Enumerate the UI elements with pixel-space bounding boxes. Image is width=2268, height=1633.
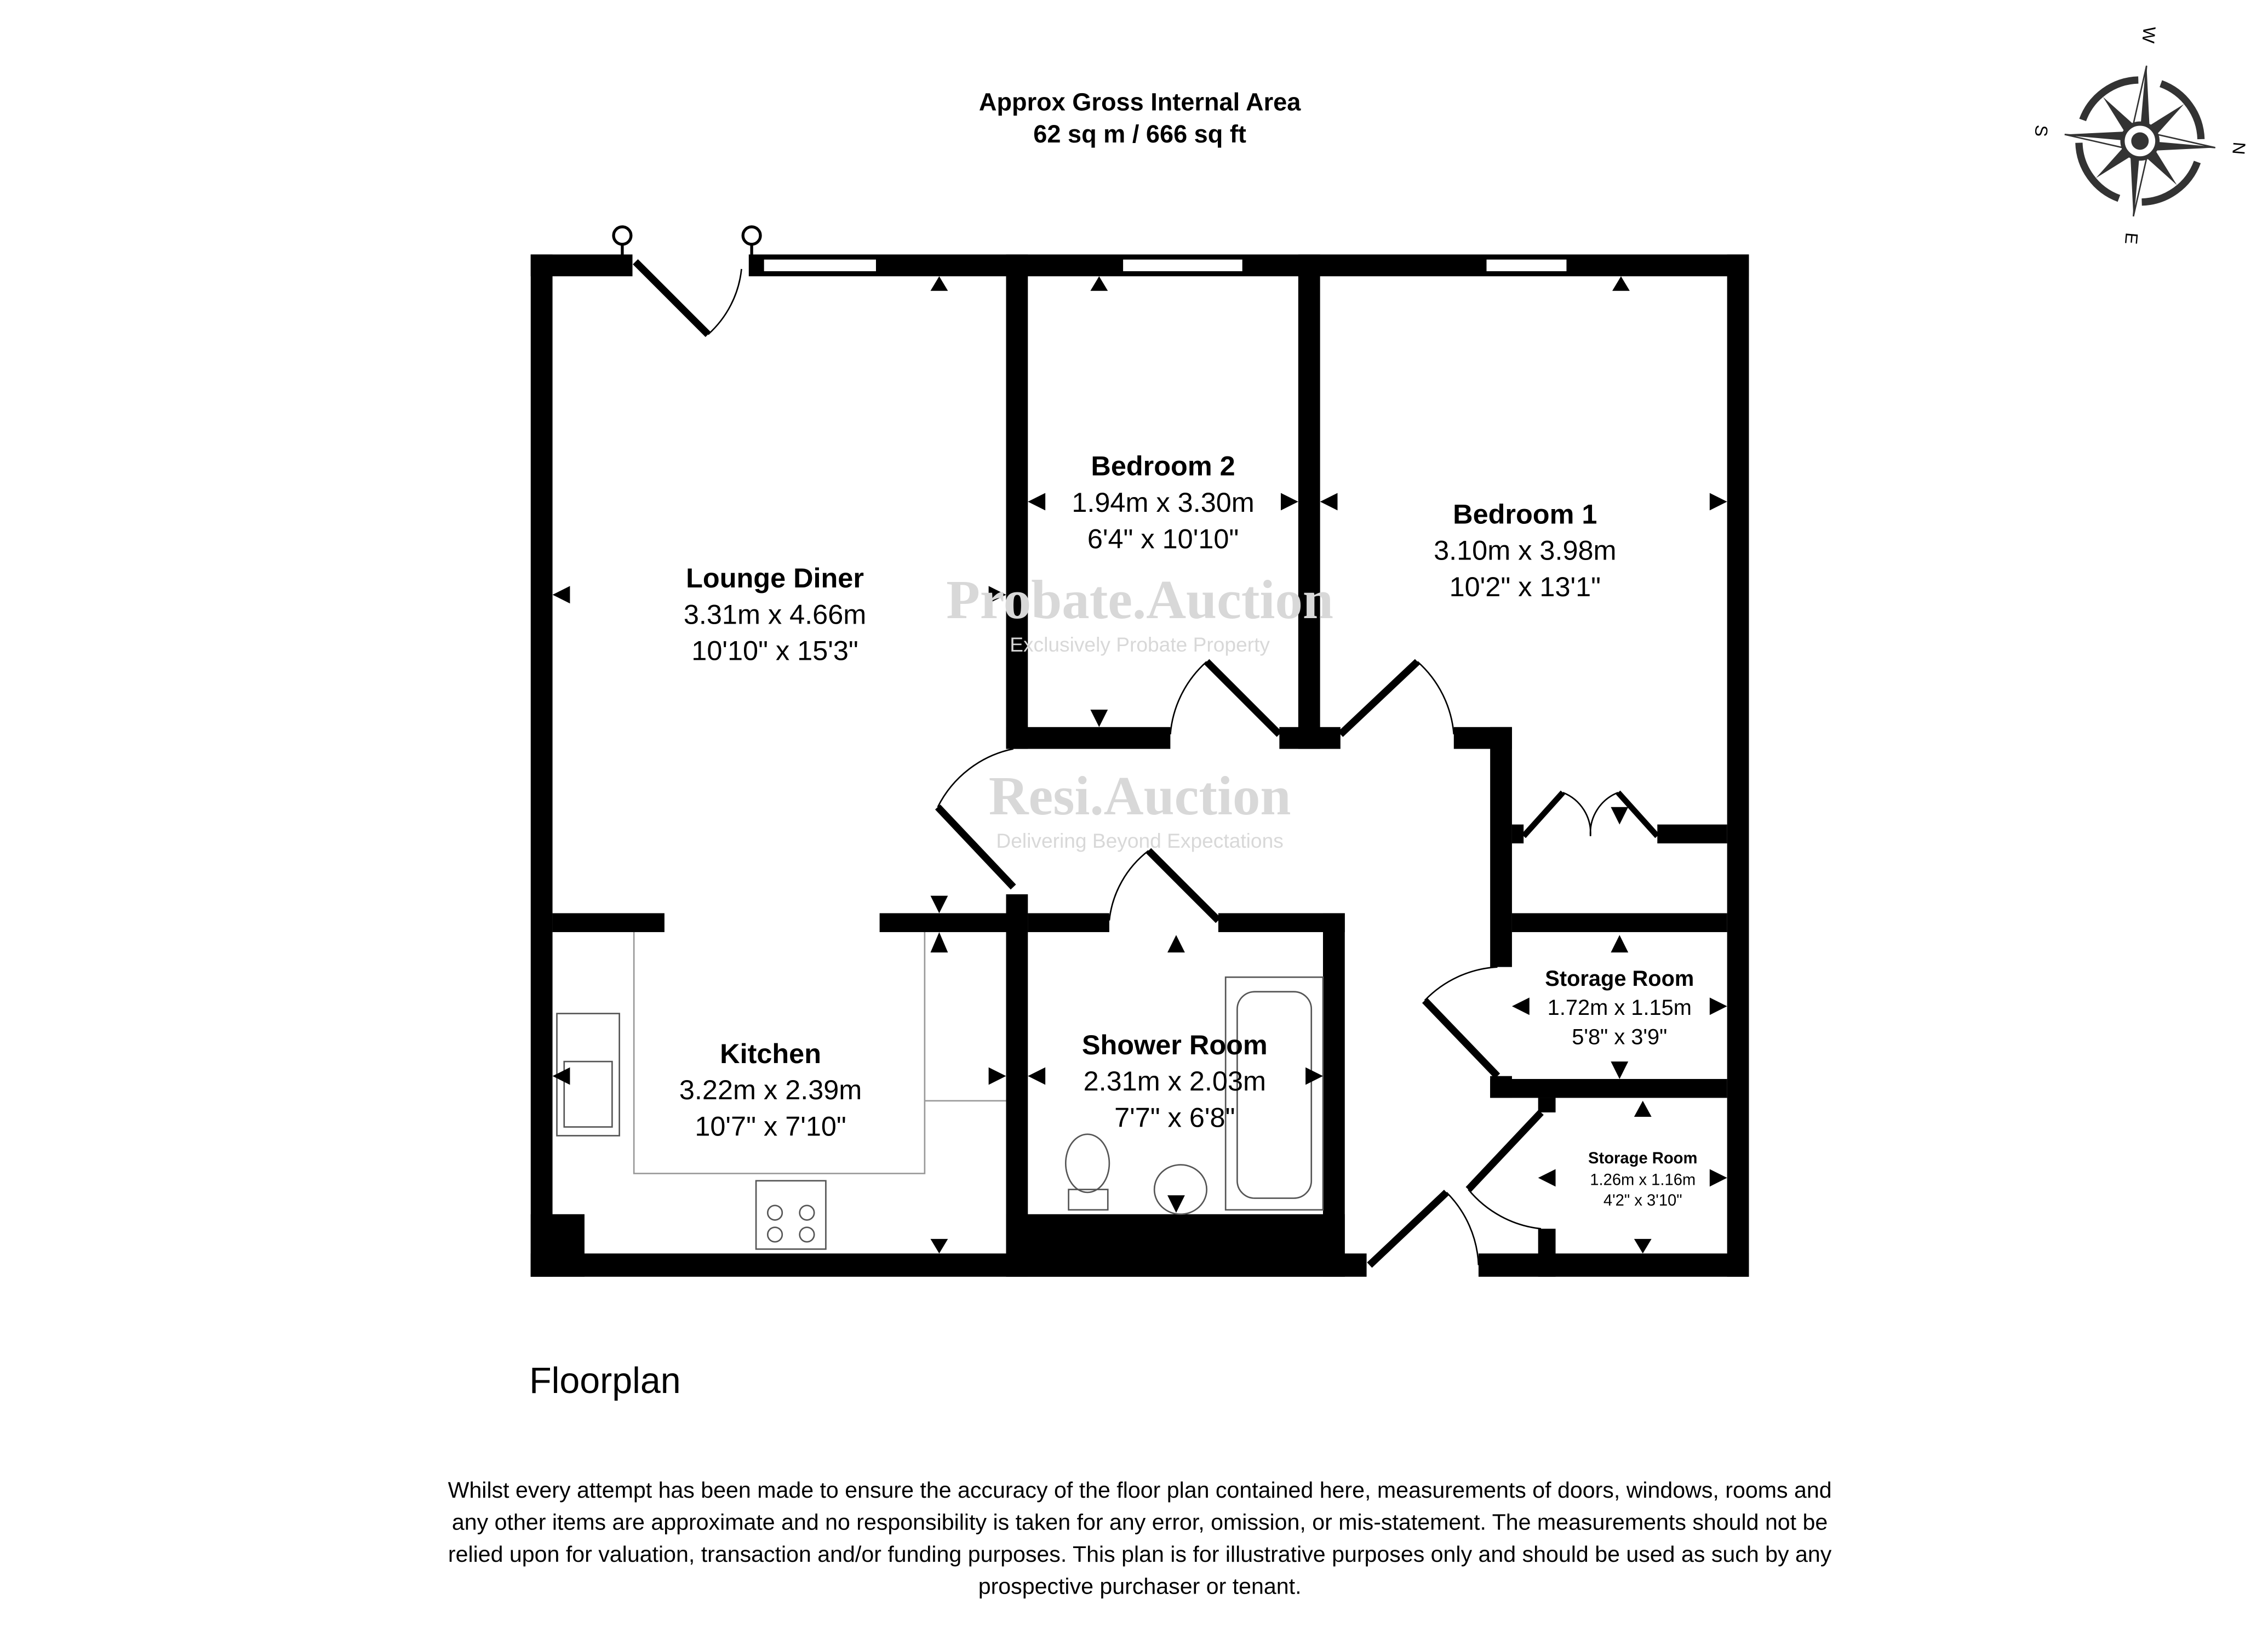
svg-text:10'7" x 7'10": 10'7" x 7'10" (695, 1110, 846, 1141)
svg-text:3.10m x 3.98m: 3.10m x 3.98m (1434, 535, 1616, 566)
svg-text:4'2" x 3'10": 4'2" x 3'10" (1603, 1192, 1682, 1209)
svg-text:7'7" x 6'8": 7'7" x 6'8" (1114, 1102, 1235, 1133)
walls (530, 254, 1749, 1277)
svg-text:Exclusively Probate Property: Exclusively Probate Property (1010, 633, 1270, 656)
hob-icon (755, 1180, 827, 1250)
room-bedroom-2: Bedroom 2 1.94m x 3.30m 6'4" x 10'10" (1072, 450, 1254, 555)
compass-w: W (2138, 26, 2159, 44)
svg-text:1.94m x 3.30m: 1.94m x 3.30m (1072, 487, 1254, 518)
svg-text:6'4" x 10'10": 6'4" x 10'10" (1087, 523, 1239, 554)
svg-text:Delivering Beyond Expectations: Delivering Beyond Expectations (996, 829, 1283, 852)
svg-text:Lounge Diner: Lounge Diner (686, 562, 864, 593)
svg-text:1.26m x 1.16m: 1.26m x 1.16m (1590, 1172, 1696, 1189)
compass-rose-icon (2064, 65, 2216, 217)
svg-text:Bedroom 1: Bedroom 1 (1453, 498, 1597, 529)
kitchen-units (633, 932, 1006, 1174)
svg-text:3.31m x 4.66m: 3.31m x 4.66m (684, 598, 866, 630)
svg-text:5'8" x 3'9": 5'8" x 3'9" (1572, 1025, 1667, 1049)
dimension-arrows (552, 276, 1727, 1254)
disclaimer: Whilst every attempt has been made to en… (448, 1477, 1832, 1598)
room-storage-2: Storage Room 1.26m x 1.16m 4'2" x 3'10" (1588, 1150, 1697, 1209)
svg-text:1.72m x 1.15m: 1.72m x 1.15m (1548, 996, 1692, 1020)
svg-text:3.22m x 2.39m: 3.22m x 2.39m (679, 1074, 862, 1105)
svg-text:Storage Room: Storage Room (1545, 967, 1694, 991)
svg-text:Whilst every attempt has been: Whilst every attempt has been made to en… (448, 1477, 1832, 1503)
floor-label: Floorplan (529, 1361, 681, 1401)
room-bedroom-1: Bedroom 1 3.10m x 3.98m 10'2" x 13'1" (1434, 498, 1616, 602)
watermark-resi: Resi.Auction Delivering Beyond Expectati… (989, 765, 1291, 852)
svg-text:Storage Room: Storage Room (1588, 1150, 1697, 1167)
doors (612, 225, 1660, 1268)
area-value: 62 sq m / 666 sq ft (1033, 120, 1246, 148)
compass-n: N (2229, 141, 2249, 156)
room-kitchen: Kitchen 3.22m x 2.39m 10'7" x 7'10" (679, 1038, 862, 1142)
svg-text:Kitchen: Kitchen (720, 1038, 821, 1069)
svg-text:Shower Room: Shower Room (1082, 1029, 1268, 1060)
svg-text:10'2" x 13'1": 10'2" x 13'1" (1450, 571, 1601, 602)
svg-text:Bedroom 2: Bedroom 2 (1091, 450, 1235, 482)
svg-text:Resi.Auction: Resi.Auction (989, 765, 1291, 826)
svg-text:any other items are approximat: any other items are approximate and no r… (452, 1510, 1828, 1535)
compass-e: E (2121, 232, 2142, 245)
svg-text:10'10" x 15'3": 10'10" x 15'3" (691, 635, 858, 666)
bath-icon (1224, 976, 1324, 1211)
room-storage-1: Storage Room 1.72m x 1.15m 5'8" x 3'9" (1545, 967, 1694, 1049)
compass-s: S (2031, 124, 2052, 138)
watermark-probate: Probate.Auction Exclusively Probate Prop… (946, 569, 1333, 656)
svg-text:prospective purchaser or tenan: prospective purchaser or tenant. (978, 1573, 1302, 1598)
toilet-icon (1064, 1133, 1110, 1211)
svg-text:Probate.Auction: Probate.Auction (946, 569, 1333, 630)
windows (763, 258, 1568, 273)
room-shower-room: Shower Room 2.31m x 2.03m 7'7" x 6'8" (1082, 1029, 1268, 1133)
room-lounge-diner: Lounge Diner 3.31m x 4.66m 10'10" x 15'3… (684, 562, 866, 666)
area-title: Approx Gross Internal Area (979, 88, 1301, 116)
svg-text:relied upon for valuation, tra: relied upon for valuation, transaction a… (448, 1541, 1832, 1567)
basin-icon (1153, 1164, 1208, 1215)
svg-text:2.31m x 2.03m: 2.31m x 2.03m (1084, 1065, 1266, 1097)
